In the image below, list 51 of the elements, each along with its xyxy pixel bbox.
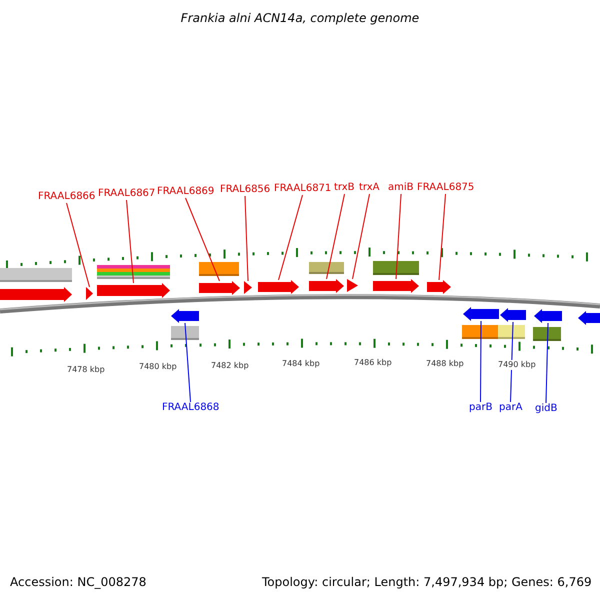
gene-label: FRAAL6868	[162, 402, 220, 414]
leader-line	[66, 202, 90, 288]
scale-label: 7482 kbp	[211, 361, 249, 371]
genome-info-text: Topology: circular; Length: 7,497,934 bp; Genes: 6,769	[262, 575, 592, 589]
gene-label: FRAAL6866	[38, 191, 96, 203]
gene-label: gidB	[535, 403, 558, 415]
forward-gene-feature	[86, 287, 93, 300]
scale-label: 7480 kbp	[139, 362, 177, 372]
reverse-gene-feature	[500, 308, 526, 322]
reverse-gene-feature	[534, 309, 562, 323]
gene-label: trxB	[334, 182, 355, 194]
gene-label: FRAAL6875	[417, 182, 474, 194]
leader-line	[184, 322, 191, 402]
gene-label: trxA	[359, 182, 380, 194]
accession-text: Accession: NC_008278	[10, 575, 146, 589]
reverse-gene-feature	[171, 309, 199, 323]
scale-label: 7490 kbp	[498, 360, 536, 370]
gene-label: FRAAL6869	[157, 186, 214, 198]
gene-label: parB	[469, 402, 492, 414]
forward-gene-feature	[199, 281, 240, 295]
scale-label: 7486 kbp	[354, 358, 392, 368]
leader-line	[185, 198, 220, 282]
leader-line	[126, 200, 134, 284]
gene-label: FRAAL6871	[274, 183, 332, 195]
leader-line	[510, 322, 514, 402]
gene-label: parA	[499, 402, 522, 414]
leader-line	[326, 194, 345, 280]
scale-label: 7484 kbp	[282, 359, 320, 369]
leader-line	[352, 194, 370, 280]
forward-gene-feature	[373, 279, 419, 293]
forward-gene-feature	[244, 281, 252, 294]
scale-label: 7478 kbp	[67, 365, 105, 375]
leader-line	[396, 194, 402, 280]
gene-label: FRAAL6867	[98, 188, 156, 200]
reverse-gene-feature	[578, 311, 600, 325]
forward-gene-feature	[347, 279, 358, 292]
leader-line	[480, 320, 482, 402]
forward-gene-feature	[427, 280, 451, 294]
reverse-gene-feature	[463, 307, 499, 321]
gene-label: FRAL6856	[220, 184, 270, 196]
leader-line	[244, 196, 248, 282]
leader-line	[546, 322, 548, 404]
forward-gene-feature	[258, 280, 299, 294]
forward-gene-feature	[97, 283, 170, 298]
leader-line	[278, 194, 303, 280]
scale-label: 7488 kbp	[426, 359, 464, 369]
title: Frankia alni ACN14a, complete genome	[180, 11, 420, 25]
gene-label: amiB	[388, 182, 414, 194]
leader-line	[438, 194, 446, 280]
forward-gene-feature	[0, 287, 72, 302]
forward-gene-feature	[309, 279, 344, 293]
